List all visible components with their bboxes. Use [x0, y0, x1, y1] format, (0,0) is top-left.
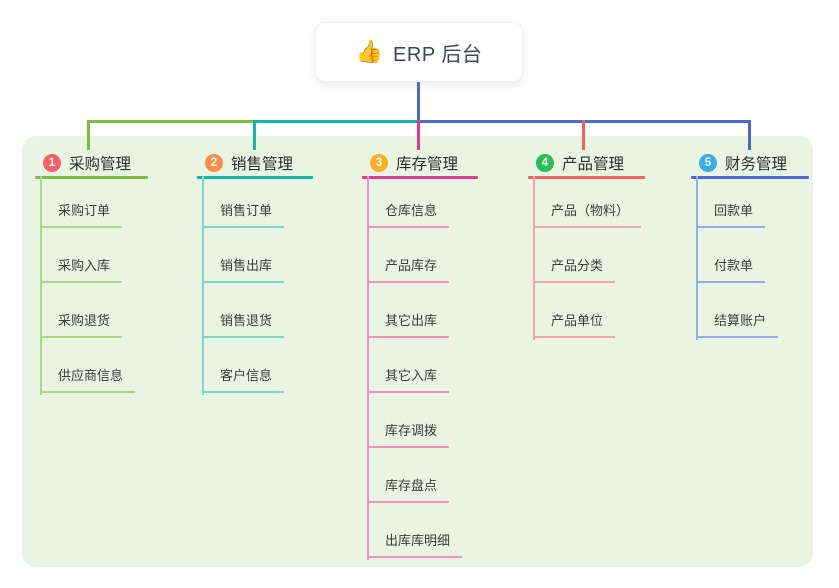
branch-drop-line-2 — [253, 120, 256, 150]
child-node[interactable]: 采购退货 — [40, 310, 123, 338]
child-node[interactable]: 销售订单 — [202, 200, 285, 228]
child-node[interactable]: 其它入库 — [367, 365, 450, 393]
child-node[interactable]: 销售退货 — [202, 310, 285, 338]
child-node-row: 其它入库 — [362, 338, 478, 393]
child-node-row: 销售出库 — [197, 228, 313, 283]
child-node[interactable]: 采购订单 — [40, 200, 123, 228]
branch-title: 库存管理 — [396, 156, 459, 173]
child-node-row: 采购退货 — [35, 283, 148, 338]
child-node-row: 销售退货 — [197, 283, 313, 338]
child-node[interactable]: 仓库信息 — [367, 200, 450, 228]
child-node-row: 产品分类 — [528, 228, 645, 283]
child-node-row: 其它出库 — [362, 283, 478, 338]
child-node[interactable]: 采购入库 — [40, 255, 123, 283]
child-node[interactable]: 库存调拨 — [367, 420, 450, 448]
branch-1: 1 采购管理采购订单采购入库采购退货供应商信息 — [35, 150, 148, 395]
branch-drop-line-1 — [87, 120, 90, 150]
child-node[interactable]: 结算账户 — [696, 310, 779, 338]
child-node[interactable]: 产品单位 — [533, 310, 616, 338]
branch-trunk-line — [533, 176, 535, 340]
mindmap-panel — [22, 136, 813, 567]
branch-number-badge: 2 — [205, 154, 223, 172]
child-node-row: 采购入库 — [35, 228, 148, 283]
child-node[interactable]: 客户信息 — [202, 365, 285, 393]
root-node-label: ERP 后台 — [393, 43, 483, 66]
branch-drop-line-3 — [417, 120, 420, 150]
branch-4: 4 产品管理产品（物料） 产品分类产品单位 — [528, 150, 645, 340]
branch-trunk-line — [40, 176, 42, 395]
branch-2: 2 销售管理销售订单销售出库销售退货客户信息 — [197, 150, 313, 395]
branch-number-badge: 3 — [370, 154, 388, 172]
branch-title: 财务管理 — [725, 156, 788, 173]
child-node-row: 产品（物料） — [528, 179, 645, 228]
child-node-row: 供应商信息 — [35, 338, 148, 393]
branch-title: 采购管理 — [69, 156, 132, 173]
child-node-row: 仓库信息 — [362, 179, 478, 228]
child-node-row: 产品库存 — [362, 228, 478, 283]
branch-5: 5 财务管理回款单付款单结算账户 — [691, 150, 809, 340]
branch-number-badge: 4 — [536, 154, 554, 172]
branch-trunk-line — [367, 176, 369, 560]
branch-underline — [691, 176, 809, 179]
branch-header-5[interactable]: 5 财务管理 — [691, 150, 809, 176]
child-node-row: 客户信息 — [197, 338, 313, 393]
branch-number-badge: 1 — [43, 154, 61, 172]
branch-title: 产品管理 — [562, 156, 625, 173]
child-node-row: 库存盘点 — [362, 448, 478, 503]
child-node[interactable]: 供应商信息 — [40, 365, 136, 393]
child-node[interactable]: 回款单 — [696, 200, 766, 228]
child-node[interactable]: 销售出库 — [202, 255, 285, 283]
branch-trunk-line — [696, 176, 698, 340]
child-node[interactable]: 产品库存 — [367, 255, 450, 283]
child-node-row: 库存调拨 — [362, 393, 478, 448]
branch-trunk-line — [202, 176, 204, 395]
child-node-row: 采购订单 — [35, 179, 148, 228]
child-node[interactable]: 产品分类 — [533, 255, 616, 283]
branch-underline — [528, 176, 645, 179]
child-node[interactable]: 库存盘点 — [367, 475, 450, 503]
child-node[interactable]: 产品（物料） — [533, 200, 642, 228]
branch-drop-line-4 — [582, 120, 585, 150]
spine-segment-green — [87, 120, 253, 123]
branch-3: 3 库存管理仓库信息产品库存其它出库其它入库库存调拨库存盘点出库库明细 — [362, 150, 478, 560]
spine-segment-teal — [253, 120, 420, 123]
child-node-row: 结算账户 — [691, 283, 809, 338]
branch-header-2[interactable]: 2 销售管理 — [197, 150, 313, 176]
branch-header-3[interactable]: 3 库存管理 — [362, 150, 478, 176]
thumbs-up-icon: 👍 — [355, 39, 384, 64]
child-node-row: 付款单 — [691, 228, 809, 283]
branch-underline — [197, 176, 313, 179]
branch-underline — [362, 176, 478, 179]
root-connector-line — [417, 82, 420, 120]
child-node-row: 回款单 — [691, 179, 809, 228]
child-node-row: 产品单位 — [528, 283, 645, 338]
root-node[interactable]: 👍 ERP 后台 — [315, 22, 523, 82]
branch-title: 销售管理 — [231, 156, 294, 173]
branch-number-badge: 5 — [699, 154, 717, 172]
child-node[interactable]: 付款单 — [696, 255, 766, 283]
child-node-row: 销售订单 — [197, 179, 313, 228]
branch-underline — [35, 176, 148, 179]
child-node[interactable]: 其它出库 — [367, 310, 450, 338]
branch-header-1[interactable]: 1 采购管理 — [35, 150, 148, 176]
branch-drop-line-5 — [748, 120, 751, 150]
child-node[interactable]: 出库库明细 — [367, 530, 463, 558]
child-node-row: 出库库明细 — [362, 503, 478, 558]
branch-header-4[interactable]: 4 产品管理 — [528, 150, 645, 176]
